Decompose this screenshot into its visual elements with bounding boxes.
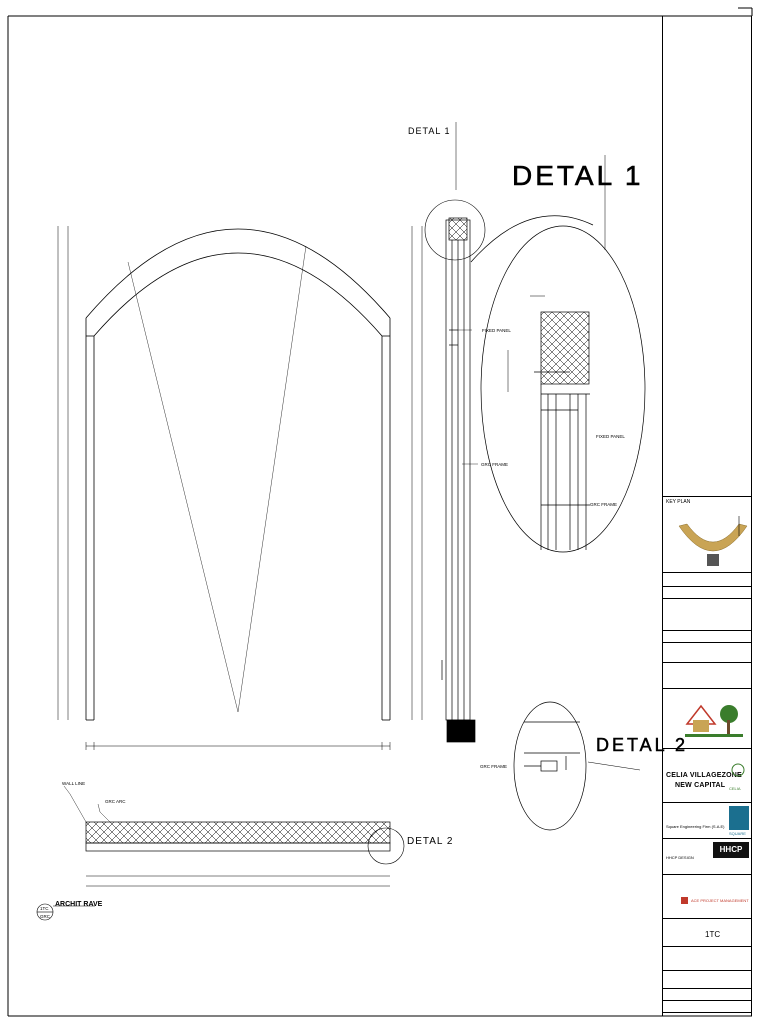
title-block-row (663, 946, 751, 947)
architrave-title: ARCHIT RAVE (55, 901, 103, 908)
title-block-row (663, 642, 751, 643)
project-name-line1: CELIA VILLAGEZONE (666, 772, 742, 779)
fixed-panel-label-2: FIXED PANEL (596, 434, 625, 439)
title-block-row (663, 918, 751, 919)
title-block-row (663, 874, 751, 875)
title-block-row (663, 838, 751, 839)
title-block-row (663, 688, 751, 689)
detail-2-callout: DETAL 2 (407, 836, 453, 847)
consultant-name: Square Engineering Firm (S.A.E) (666, 824, 725, 829)
title-block-row (663, 586, 751, 587)
architrave-plan (36, 785, 405, 921)
celia-logo-icon (731, 763, 745, 777)
title-block: KEY PLAN CELIA VILLAGEZONE NEW CAPITAL C… (662, 16, 752, 1016)
project-name-line2: NEW CAPITAL (675, 782, 726, 789)
title-block-row (663, 598, 751, 599)
wall-line-label: WALL LINE (62, 781, 85, 786)
title-block-row (663, 1000, 751, 1001)
key-plan-icon (678, 516, 748, 566)
sheet-border (7, 7, 753, 1017)
key-plan-label: KEY PLAN (666, 499, 691, 505)
celia-logo-text: CELIA (729, 786, 741, 791)
section-tag-top: 1TC (40, 906, 49, 911)
title-block-row (663, 662, 751, 663)
arch-elevation (57, 226, 423, 750)
square-logo-text: SQUARE (729, 831, 746, 836)
grc-frame-label-2: GRC FRAME (590, 502, 617, 507)
title-block-row (663, 802, 751, 803)
developer-logo-icon (685, 704, 743, 737)
title-block-row (663, 496, 751, 497)
square-logo-icon (729, 806, 749, 830)
pm-logo-icon (681, 897, 688, 904)
detail-1-callout: DETAL 1 (408, 126, 451, 136)
title-block-row (663, 988, 751, 989)
design-firm-name: HHCP DESIGN (666, 855, 694, 860)
title-block-row (663, 572, 751, 573)
detail-1-title: DETAL 1 (512, 160, 643, 191)
grc-frame-label-3: GRC FRAME (480, 764, 507, 769)
fixed-panel-label: FIXED PANEL (482, 328, 511, 333)
pm-firm-name: ACE PROJECT MANAGEMENT (691, 898, 749, 903)
hhcp-logo: HHCP (713, 842, 749, 858)
drawing-number: 1TC (705, 930, 721, 939)
grc-frame-label: GRC FRAME (481, 462, 508, 467)
section-view (424, 122, 486, 743)
title-block-row (663, 630, 751, 631)
detail-2-bubble (513, 701, 641, 831)
section-tag-bottom: GRC (40, 914, 51, 919)
detail-1-bubble (458, 155, 646, 553)
grc-arc-label: GRC ARC (105, 799, 126, 804)
title-block-row (663, 1012, 751, 1013)
title-block-row (663, 748, 751, 749)
title-block-row (663, 970, 751, 971)
